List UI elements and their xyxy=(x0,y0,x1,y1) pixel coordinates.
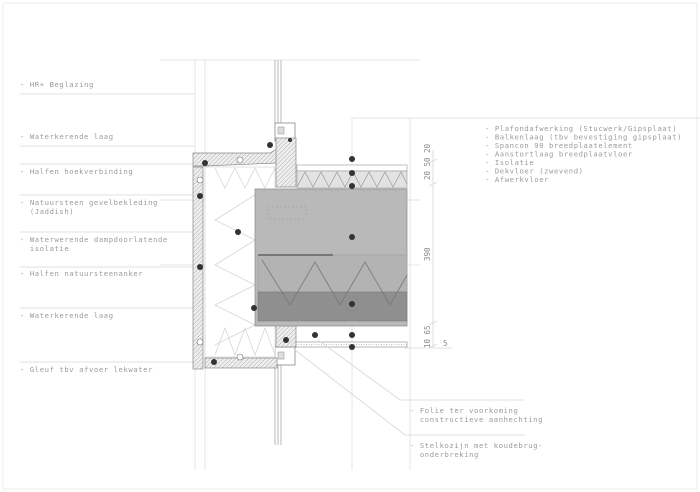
label-waterproof-layer-bottom: - Waterkerende laag xyxy=(20,311,114,320)
label-battens: - Balkenlaag (tbv bevestiging gipsplaat) xyxy=(485,133,682,142)
bottom-labels: - Folie ter voorkoming constructieve aan… xyxy=(410,406,543,459)
label-foil-2: constructieve aanhechting xyxy=(410,415,543,424)
label-stone-anchor: - Halfen natuursteenanker xyxy=(20,269,143,278)
label-drain-slot: - Gleuf tbv afvoer lekwater xyxy=(20,365,153,374)
label-foil: - Folie ter voorkoming xyxy=(410,406,518,415)
label-stone-cladding: - Natuursteen gevelbekleding xyxy=(20,198,158,207)
spancon-slab xyxy=(254,188,408,327)
label-waterproof-layer-top: - Waterkerende laag xyxy=(20,132,114,141)
halfen-anchors xyxy=(196,156,244,361)
right-labels: - Plafondafwerking (Stucwerk/Gipsplaat) … xyxy=(485,124,682,184)
left-leader-lines xyxy=(20,93,195,363)
left-labels: - HR+ Beglazing - Waterkerende laag - Ha… xyxy=(20,80,168,374)
dimension-bottom: 10 65 xyxy=(423,325,432,348)
dimension-offset: 5 xyxy=(443,339,448,348)
label-markers xyxy=(197,138,355,365)
label-frame: - Stelkozijn met koudebrug- xyxy=(410,441,543,450)
concrete-column-bottom xyxy=(275,324,297,348)
label-topping: - Aanstortlaag breedplaatvloer xyxy=(485,150,633,159)
label-floor-finish: - Afwerkvloer xyxy=(485,175,549,184)
label-hr-glazing: - HR+ Beglazing xyxy=(20,80,94,89)
label-frame-2: onderbreking xyxy=(410,450,479,459)
label-insulation: - Waterwerende dampdoorlatende xyxy=(20,235,168,244)
concrete-column-top xyxy=(275,137,297,188)
dimension-top: 20 50 20 xyxy=(423,143,432,180)
label-stone-cladding-2: (Jaddish) xyxy=(20,207,74,216)
label-spancon: - Spancon 90 breedplaatelement xyxy=(485,141,633,150)
dimension-main: 390 xyxy=(423,247,432,261)
window-glazing xyxy=(274,60,296,445)
label-halfen-corner: - Halfen hoekverbinding xyxy=(20,167,133,176)
label-screed: - Dekvloer (zwevend) xyxy=(485,167,584,176)
bottom-leader-lines xyxy=(294,339,525,436)
label-insulation-2: isolatie xyxy=(20,244,69,253)
dimension-line xyxy=(405,150,452,349)
label-isolatie: - Isolatie xyxy=(485,158,534,167)
label-ceiling: - Plafondafwerking (Stucwerk/Gipsplaat) xyxy=(485,124,677,133)
